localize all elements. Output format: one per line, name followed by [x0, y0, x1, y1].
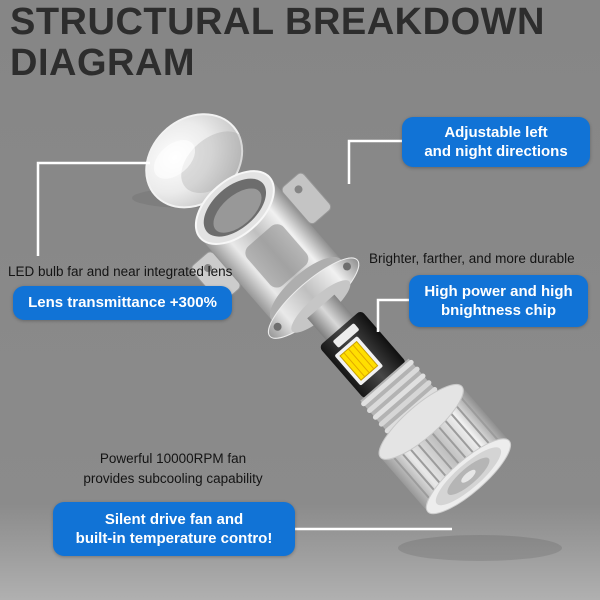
- cooling-fan-illustration: [378, 383, 512, 515]
- label-fan-line2: provides subcooling capability: [83, 470, 263, 486]
- label-lens-integrated: LED bulb far and near integrated lens: [8, 264, 233, 279]
- adjustment-flange-illustration: [267, 257, 360, 341]
- callout-chip-line2: bnightness chip: [440, 302, 556, 319]
- fan-shadow: [398, 535, 562, 561]
- callout-connector-lines: [36, 139, 452, 531]
- label-powerful-fan: Powerful 10000RPM fan provides subcoolin…: [48, 449, 298, 488]
- callout-lens-text: Lens transmittance +300%: [28, 294, 217, 312]
- lens-connector-line: [36, 161, 150, 256]
- adjustable-connector-line: [347, 139, 402, 184]
- callout-fan-line2: built-in temperature contro!: [75, 530, 273, 547]
- led-chip-illustration: [320, 312, 405, 398]
- page-title: STRUCTURAL BREAKDOWN DIAGRAM: [10, 2, 545, 83]
- page-title-line2: DIAGRAM: [10, 41, 196, 84]
- callout-adjustable-line1: Adjustable left: [444, 123, 548, 141]
- label-fan-line1: Powerful 10000RPM fan: [99, 451, 247, 466]
- callout-silent-fan: Silent drive fan and built-in temperatur…: [53, 502, 295, 556]
- page-title-line1: STRUCTURAL BREAKDOWN: [10, 1, 545, 43]
- label-brighter-durable: Brighter, farther, and more durable: [369, 251, 575, 266]
- chip-connector-line: [376, 298, 409, 332]
- callout-high-power-chip: High power and high bnightness chip: [409, 275, 588, 327]
- callout-fan-line1: Silent drive fan and: [104, 510, 244, 528]
- callout-adjustable-directions: Adjustable left and night directions: [402, 117, 590, 167]
- callout-lens-transmittance: Lens transmittance +300%: [13, 286, 232, 320]
- callout-chip-line1: High power and high: [424, 282, 573, 300]
- callout-adjustable-line2: and night directions: [424, 143, 568, 160]
